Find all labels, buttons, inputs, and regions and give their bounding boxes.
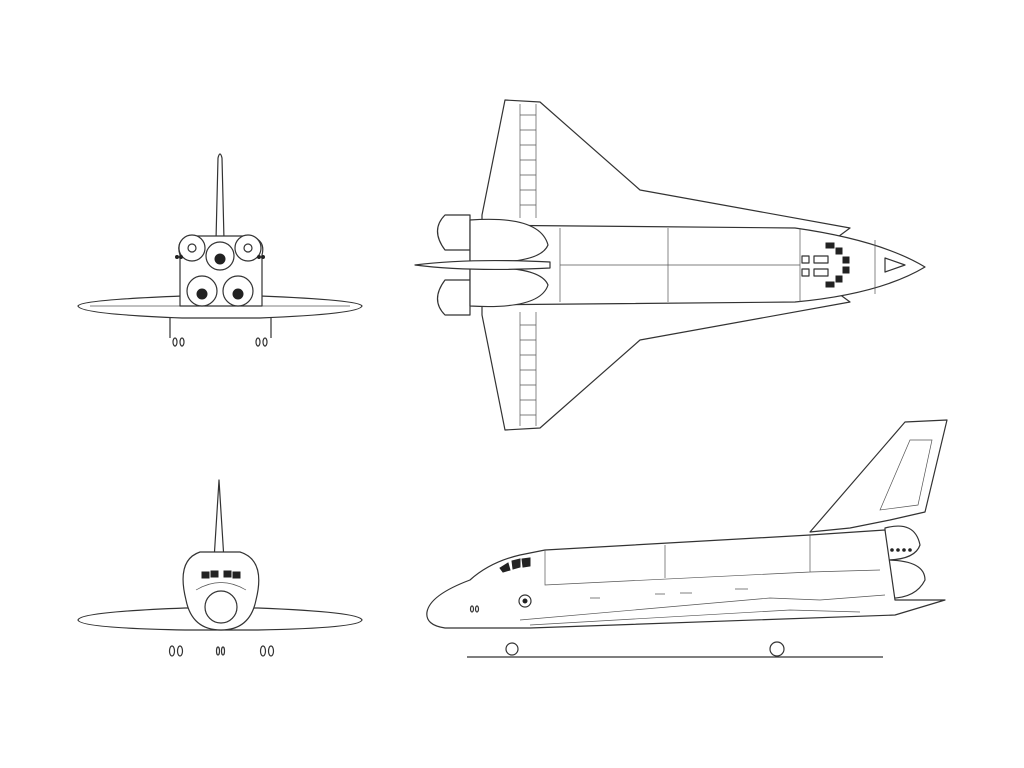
rear-view bbox=[77, 153, 363, 347]
side-fuselage bbox=[426, 529, 946, 629]
side-view bbox=[426, 419, 948, 658]
rear-wings bbox=[77, 295, 363, 319]
nose-cap bbox=[204, 590, 238, 624]
top-cockpit-windows bbox=[801, 242, 850, 288]
nose-wheel bbox=[505, 642, 519, 656]
front-tail-fin bbox=[213, 479, 225, 561]
engine-nozzles bbox=[175, 234, 265, 307]
rear-tail-fin bbox=[215, 153, 225, 241]
top-view bbox=[414, 99, 926, 431]
main-wheel bbox=[769, 641, 785, 657]
rear-landing-gear bbox=[169, 318, 272, 347]
cockpit-windows bbox=[201, 570, 241, 579]
front-view bbox=[77, 479, 363, 657]
top-engines bbox=[414, 214, 551, 316]
front-landing-gear bbox=[168, 645, 275, 657]
side-tail-fin bbox=[809, 419, 948, 533]
